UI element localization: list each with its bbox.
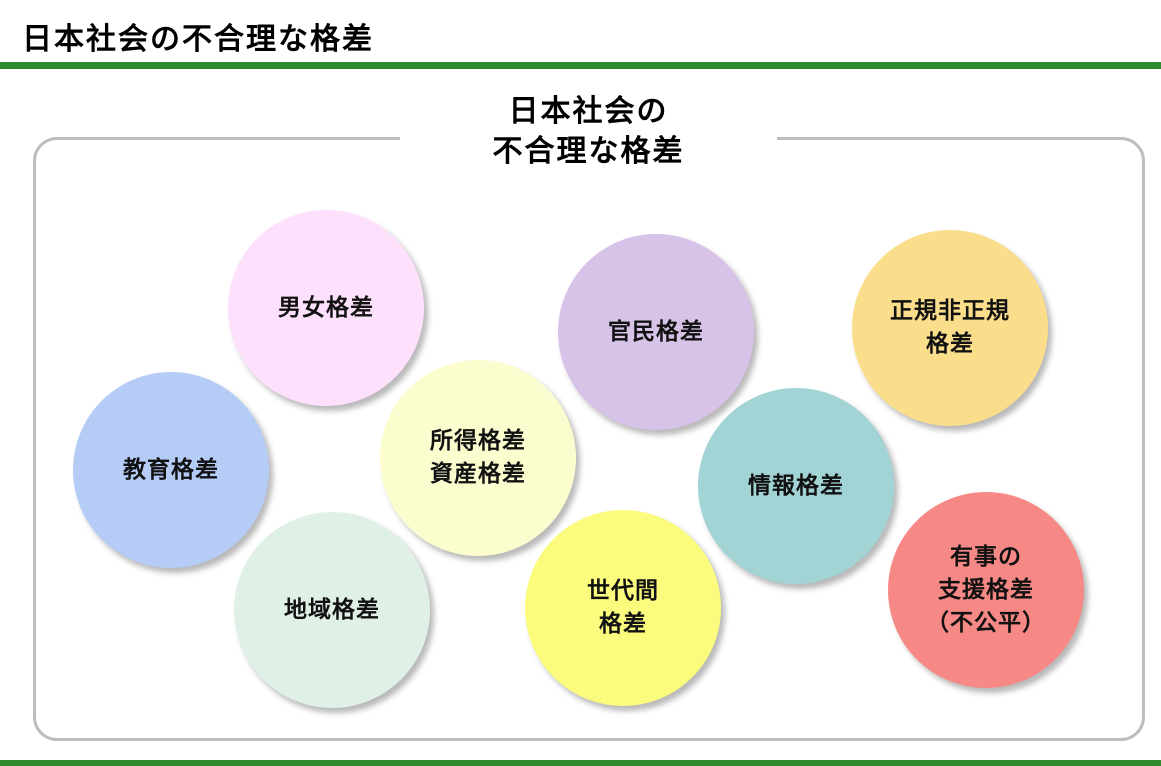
circle-label: 支援格差 [938,576,1034,603]
circle-label: 有事の [950,543,1022,570]
frame-title-gap [400,130,777,146]
circle-label: 男女格差 [278,294,374,321]
circle-label: （不公平） [926,609,1046,636]
education-gap-circle: 教育格差 [73,372,269,568]
circle-label: 教育格差 [123,456,219,483]
circle-label: 正規非正規 [890,298,1010,324]
circle-label: 格差 [599,611,647,637]
circle-label: 資産格差 [430,461,526,487]
public-private-gap-circle: 官民格差 [558,234,754,430]
circle-label: 格差 [926,331,974,357]
regional-gap-circle: 地域格差 [234,512,430,708]
bottom-accent-bar [0,760,1161,766]
circle-label: 所得格差 [430,428,526,454]
gender-gap-circle: 男女格差 [228,210,424,406]
employment-gap-circle: 正規非正規 格差 [852,230,1048,426]
circle-label: 世代間 [587,578,659,604]
slide-title: 日本社会の不合理な格差 [22,22,374,57]
circle-label: 地域格差 [284,596,380,623]
diagram-title-line1: 日本社会の [508,94,669,129]
circle-label: 情報格差 [748,472,844,499]
diagram-title-line2: 不合理な格差 [492,134,685,169]
top-accent-bar [0,62,1161,69]
diagram-title: 日本社会の 不合理な格差 [400,92,777,172]
information-gap-circle: 情報格差 [698,388,894,584]
income-asset-gap-circle: 所得格差 資産格差 [380,360,576,556]
generational-gap-circle: 世代間 格差 [525,510,721,706]
emergency-support-gap-circle: 有事の 支援格差 （不公平） [888,492,1084,688]
circle-label: 官民格差 [608,318,704,345]
